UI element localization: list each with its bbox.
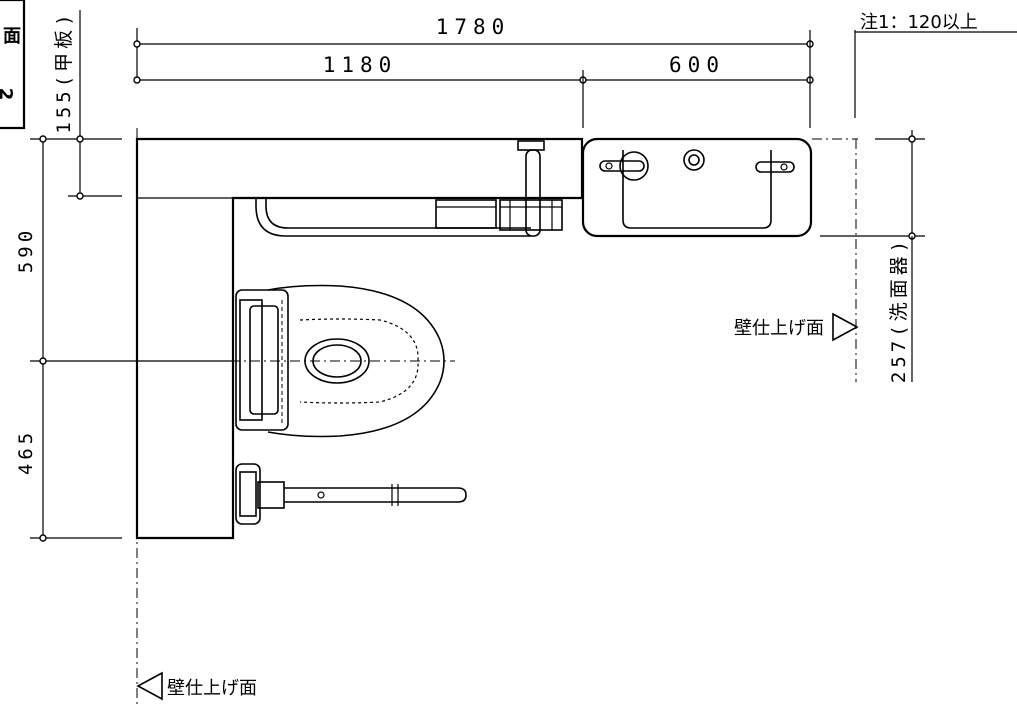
- counter-top: [135, 137, 584, 540]
- faucet-right: [755, 161, 795, 173]
- title-char-bottom: 2: [0, 88, 16, 101]
- triangle-left-icon: [136, 671, 163, 701]
- dimension-top-offset-label: 155(甲板): [53, 10, 75, 133]
- wall-finish-bottom-label: 壁仕上げ面: [167, 678, 257, 699]
- title-block: 面 2: [0, 0, 26, 130]
- note-1-text: 注1：120以上: [860, 12, 978, 33]
- dimension-lower-label: 465: [15, 429, 37, 475]
- dimension-basin-offset-label: 257(洗面器): [888, 237, 910, 383]
- dimension-vertical-left: 590 465: [15, 135, 232, 542]
- swing-grab-bar: [235, 463, 467, 525]
- wall-grab-bar: [255, 140, 563, 237]
- dimension-overall-label: 1780: [436, 15, 511, 39]
- wash-basin: [581, 137, 813, 238]
- note-1: 注1：120以上: [854, 12, 1017, 118]
- title-char-top: 面: [3, 26, 21, 47]
- dimension-left-label: 1180: [323, 53, 398, 77]
- wall-finish-bottom: 壁仕上げ面: [136, 671, 257, 701]
- dimension-upper-label: 590: [15, 227, 37, 273]
- wall-finish-right-label: 壁仕上げ面: [734, 318, 824, 339]
- dimension-right-label: 600: [669, 53, 725, 77]
- wall-finish-right: 壁仕上げ面: [734, 312, 859, 342]
- dimension-left: 1180 600: [133, 30, 814, 128]
- toilet: [50, 284, 455, 438]
- dimension-vertical-right: 257(洗面器): [820, 130, 925, 383]
- dimension-top-offset: 155(甲板): [53, 10, 122, 200]
- triangle-right-icon: [832, 312, 859, 342]
- faucet-left: [599, 151, 649, 181]
- wall-finish-lines: [136, 128, 858, 705]
- drain: [683, 149, 705, 171]
